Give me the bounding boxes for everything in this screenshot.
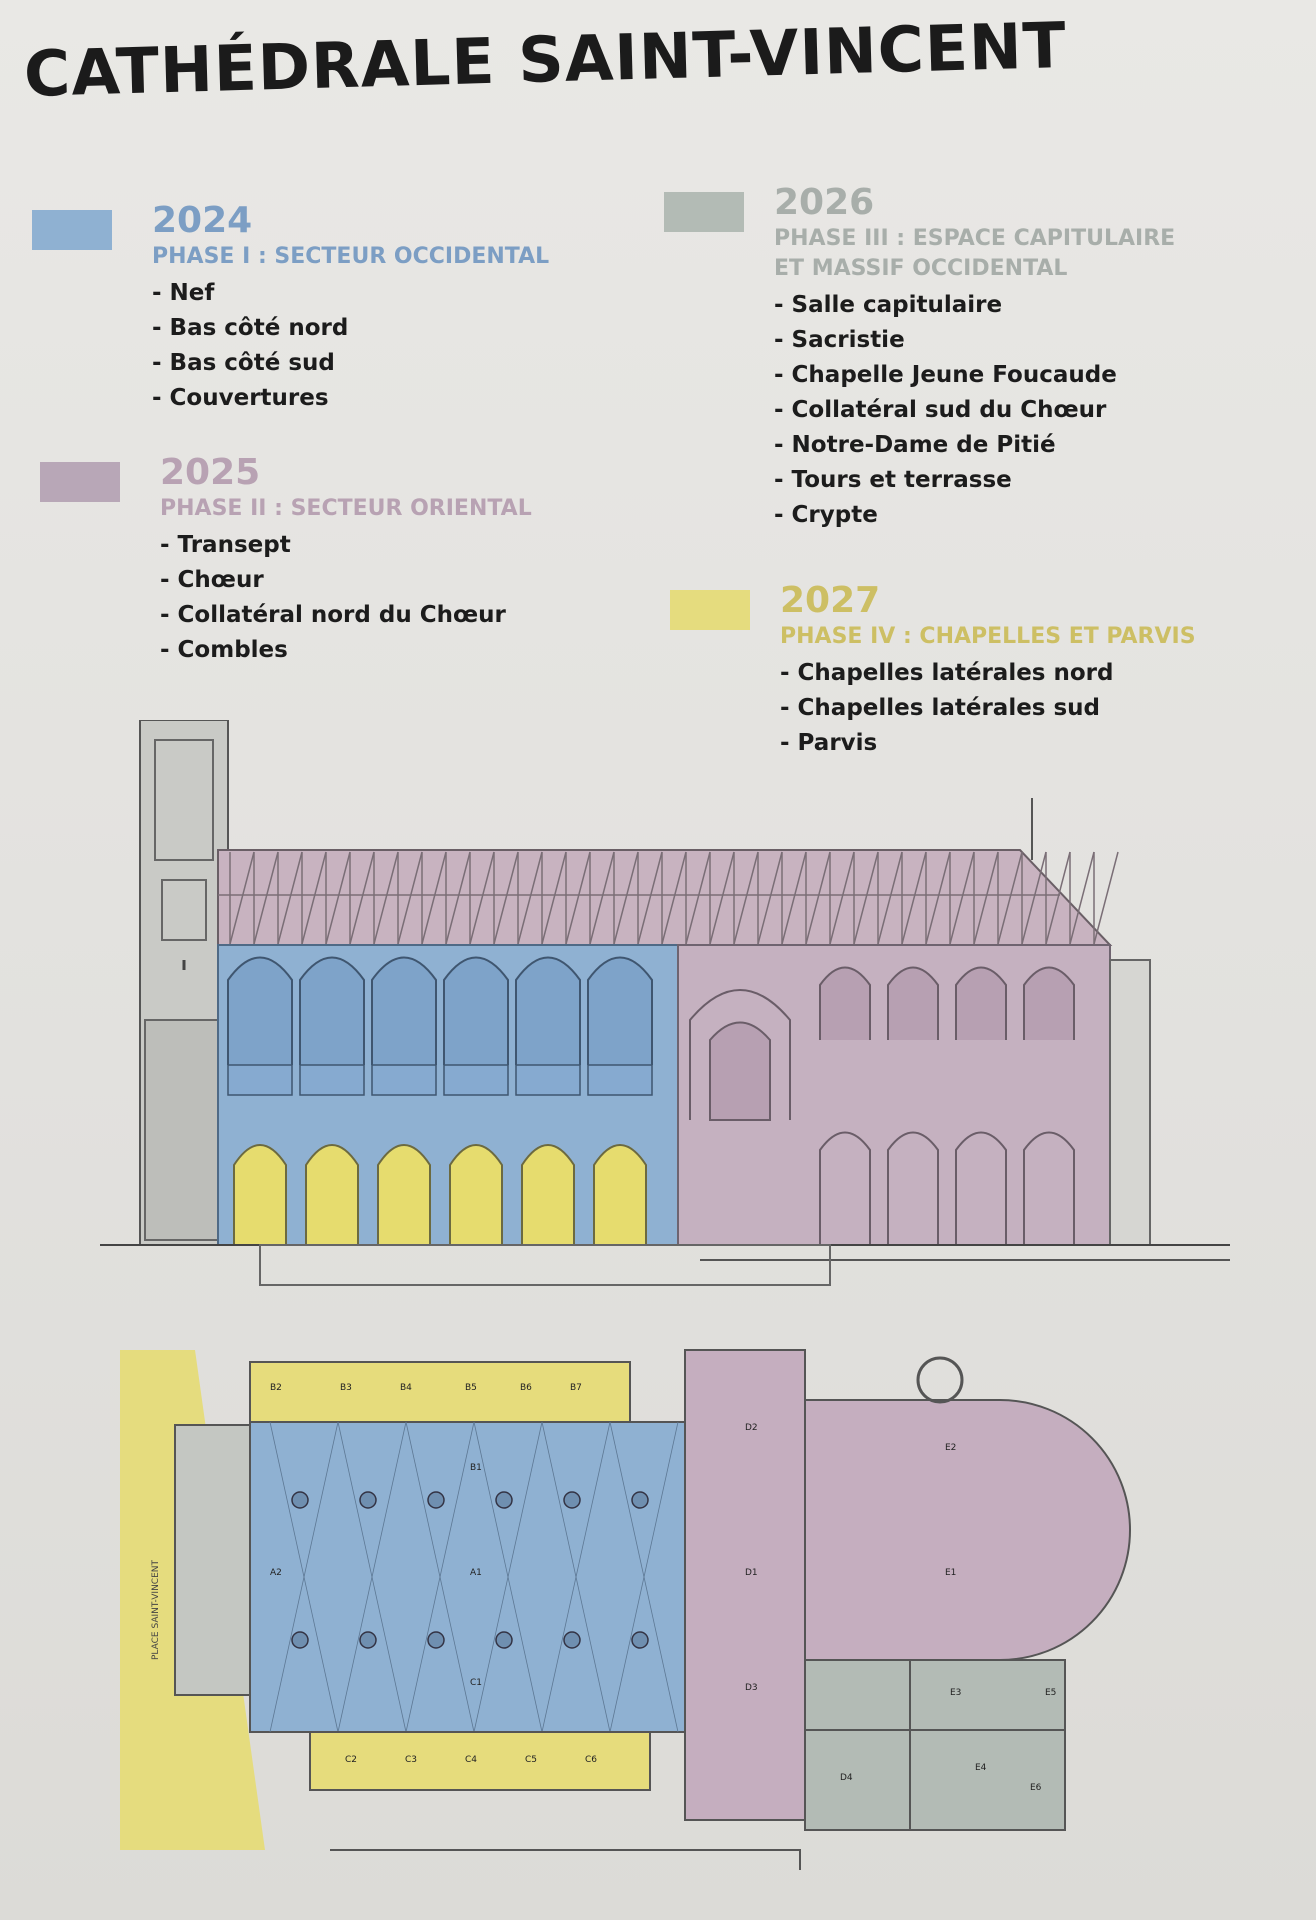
choir-window — [819, 966, 871, 1040]
plan-zone-label: A2 — [270, 1568, 282, 1578]
phase-item: - Chœur — [160, 567, 264, 593]
choir-window — [955, 966, 1007, 1040]
phase-2-year: 2025 — [160, 452, 261, 493]
plan-zone-label: C1 — [470, 1678, 482, 1688]
plan-zone-label: E3 — [950, 1688, 961, 1698]
phase-1-year: 2024 — [152, 200, 253, 241]
plan-zone-label: D2 — [745, 1423, 758, 1433]
plan-zone-label: E1 — [945, 1568, 956, 1578]
phase-4-title: PHASE IV : CHAPELLES ET PARVIS — [780, 624, 1196, 649]
choir-plan — [804, 1399, 1131, 1661]
phase-3-title-line1: PHASE III : ESPACE CAPITULAIRE — [774, 226, 1176, 251]
phase-item: - Chapelles latérales sud — [780, 695, 1101, 721]
plan-zone-label: B2 — [270, 1383, 282, 1393]
plan-zone-label: E4 — [975, 1763, 987, 1773]
aisle-chapel-arch — [521, 1144, 575, 1246]
street-label: PLACE SAINT-VINCENT — [151, 1559, 161, 1660]
phase-item: - Chapelles latérales nord — [780, 660, 1114, 686]
phase-3-swatch — [664, 192, 744, 232]
plan-zone-label: C2 — [345, 1755, 357, 1765]
phase-item: - Bas côté nord — [152, 315, 349, 341]
phase-4-swatch — [670, 590, 750, 630]
choir-window — [1023, 966, 1075, 1040]
phase-3-body: 2026 PHASE III : ESPACE CAPITULAIRE ET M… — [774, 182, 1234, 533]
phase-item: - Chapelle Jeune Foucaude — [774, 362, 1117, 388]
roof-framework — [217, 798, 1119, 946]
phase-item: - Salle capitulaire — [774, 292, 1003, 318]
plan-zone-label: D4 — [840, 1773, 853, 1783]
phase-item: - Transept — [160, 532, 291, 558]
nave-window — [299, 956, 365, 1065]
phase-4-body: 2027 PHASE IV : CHAPELLES ET PARVIS - Ch… — [780, 580, 1240, 761]
phase-3-title-line2: ET MASSIF OCCIDENTAL — [774, 256, 1068, 281]
page-title: CATHÉDRALE SAINT-VINCENT — [22, 8, 1068, 111]
plan-zone-label: D3 — [745, 1683, 758, 1693]
plan-zone-label: D1 — [745, 1568, 758, 1578]
nave-window — [227, 956, 293, 1065]
plan-zone-label: C6 — [585, 1755, 597, 1765]
aisle-chapel-arch — [449, 1144, 503, 1246]
plan-zone-label: B3 — [340, 1383, 352, 1393]
phase-2-body: 2025 PHASE II : SECTEUR ORIENTAL - Trans… — [160, 452, 620, 668]
phase-2-items: - Transept - Chœur - Collatéral nord du … — [160, 528, 620, 668]
phase-item: - Notre-Dame de Pitié — [774, 432, 1056, 458]
plan-zone-label: C3 — [405, 1755, 417, 1765]
phase-3-year: 2026 — [774, 182, 875, 223]
transept-plan — [684, 1349, 806, 1821]
plan-zone-label: E5 — [1045, 1688, 1056, 1698]
plan-zone-label: B5 — [465, 1383, 477, 1393]
south-chapels — [309, 1731, 651, 1791]
phase-item: - Collatéral sud du Chœur — [774, 397, 1107, 423]
nave-window — [371, 956, 437, 1065]
phase-item: - Sacristie — [774, 327, 905, 353]
phase-1-body: 2024 PHASE I : SECTEUR OCCIDENTAL - Nef … — [152, 200, 612, 416]
aisle-chapel-arch — [593, 1144, 647, 1246]
north-chapels — [249, 1361, 631, 1423]
phase-item: - Tours et terrasse — [774, 467, 1012, 493]
cathedral-section-drawing — [100, 720, 1230, 1286]
phase-item: - Collatéral nord du Chœur — [160, 602, 506, 628]
phase-item: - Bas côté sud — [152, 350, 335, 376]
phase-item: - Nef — [152, 280, 215, 306]
plan-zone-label: C5 — [525, 1755, 537, 1765]
phase-1-swatch — [32, 210, 112, 250]
plan-zone-label: A1 — [470, 1568, 482, 1578]
plan-zone-label: B6 — [520, 1383, 532, 1393]
phase-item: - Couvertures — [152, 385, 329, 411]
aisle-chapel-arch — [377, 1144, 431, 1246]
phase-4-items: - Chapelles latérales nord - Chapelles l… — [780, 656, 1240, 761]
aisle-chapel-arch — [233, 1144, 287, 1246]
aisle-chapel-arch — [305, 1144, 359, 1246]
plan-zone-label: C4 — [465, 1755, 477, 1765]
plan-zone-label: B1 — [470, 1463, 482, 1473]
bell-tower — [139, 720, 229, 1246]
plan-zone-label: E2 — [945, 1443, 956, 1453]
phase-item: - Combles — [160, 637, 288, 663]
phase-1-items: - Nef - Bas côté nord - Bas côté sud - C… — [152, 276, 612, 416]
phase-item: - Crypte — [774, 502, 878, 528]
nave-window — [587, 956, 653, 1065]
chapter-spaces — [804, 1659, 1066, 1831]
plan-zone-label: B4 — [400, 1383, 412, 1393]
plan-zone-label: E6 — [1030, 1783, 1042, 1793]
nave-section — [217, 944, 679, 1246]
plan-zone-label: B7 — [570, 1383, 582, 1393]
phase-2-title: PHASE II : SECTEUR ORIENTAL — [160, 496, 532, 521]
nave-window — [515, 956, 581, 1065]
nave-window — [443, 956, 509, 1065]
west-massif — [174, 1424, 261, 1696]
choir-section — [677, 944, 1151, 1246]
phase-1-title: PHASE I : SECTEUR OCCIDENTAL — [152, 244, 550, 269]
phase-2-swatch — [40, 462, 120, 502]
nave-plan — [249, 1421, 686, 1733]
phase-4-year: 2027 — [780, 580, 881, 621]
phase-3-items: - Salle capitulaire - Sacristie - Chapel… — [774, 288, 1234, 533]
choir-window — [887, 966, 939, 1040]
phase-item: - Parvis — [780, 730, 878, 756]
